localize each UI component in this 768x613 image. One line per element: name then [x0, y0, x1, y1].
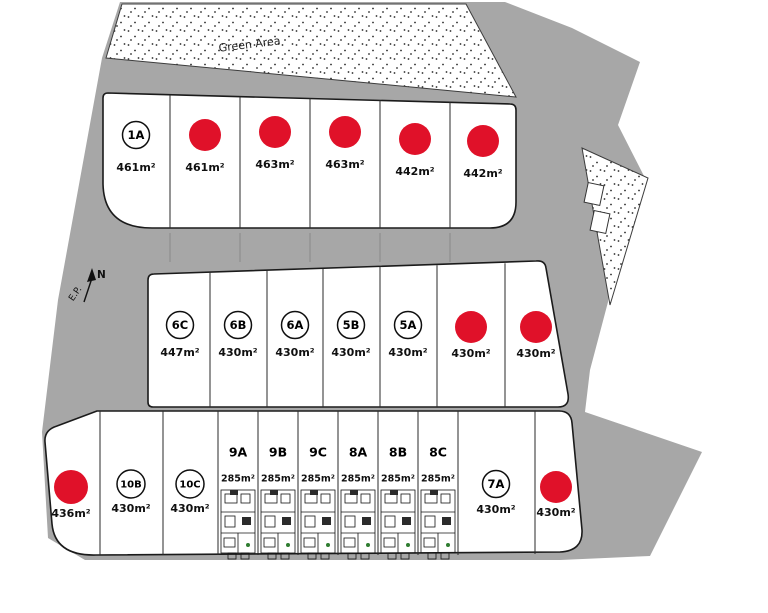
plot-area: 430m² [218, 346, 257, 359]
utility-boxes [583, 181, 611, 235]
plot-area: 442m² [395, 165, 434, 178]
plot-label-badge [121, 120, 151, 150]
plot-label: 9C [309, 444, 327, 459]
plot-6b[interactable]: 6B 430m² [218, 310, 258, 359]
road-ticks [169, 233, 451, 262]
plot-area: 463m² [255, 158, 294, 171]
plot-8c[interactable]: 8C 285m² [421, 444, 455, 484]
plot-area: 285m² [381, 473, 415, 484]
north-arrowhead-icon [87, 268, 96, 282]
plot-label: 10C [179, 480, 200, 491]
plot-area: 285m² [261, 473, 295, 484]
plot-label-badge [393, 310, 423, 340]
plot-9b[interactable]: 9B 285m² [261, 444, 295, 484]
plot-8a[interactable]: 8A 285m² [341, 444, 375, 484]
plot-label: 6B [230, 318, 247, 332]
block-b: 6C 447m² 6B 430m² 6A 430m² 5B 430m² 5A 4… [147, 260, 570, 408]
plot-sold-a5[interactable]: 442m² [395, 123, 435, 178]
sold-dot-icon [54, 470, 88, 504]
plot-label: 8C [429, 444, 447, 459]
plot-label: 5B [343, 318, 360, 332]
plot-label: 1A [128, 128, 145, 142]
plot-10c[interactable]: 10C 430m² [170, 469, 210, 515]
plot-area: 285m² [221, 473, 255, 484]
plot-label: 8B [389, 444, 407, 459]
block-c: 436m² 10B 430m² 10C 430m² 9A 285m² 9B 28… [44, 410, 583, 560]
north-arrow-icon [83, 277, 93, 303]
plot-label-badge [223, 310, 253, 340]
utility-box [589, 209, 611, 235]
plot-label-badge [481, 469, 511, 499]
sold-dot-icon [455, 311, 487, 343]
plot-7a[interactable]: 7A 430m² [476, 469, 516, 516]
plot-6c[interactable]: 6C 447m² [160, 310, 200, 359]
plot-area: 430m² [111, 502, 150, 515]
plot-area: 430m² [170, 502, 209, 515]
plot-label-badge [165, 310, 195, 340]
plot-sold-b7[interactable]: 430m² [516, 311, 556, 360]
sold-dot-icon [259, 116, 291, 148]
plot-sold-b6[interactable]: 430m² [451, 311, 491, 360]
plot-area: 430m² [275, 346, 314, 359]
plot-label: 6A [287, 318, 304, 332]
plot-label-badge [280, 310, 310, 340]
sold-dot-icon [329, 116, 361, 148]
plot-label-badge [175, 469, 205, 499]
plot-label: 7A [488, 477, 505, 491]
plot-area: 285m² [421, 473, 455, 484]
plot-label: 5A [400, 318, 417, 332]
north-label: N [97, 269, 106, 281]
plot-label: 10B [120, 480, 142, 491]
plot-area: 436m² [51, 507, 90, 520]
plot-area: 461m² [185, 161, 224, 174]
plot-5a[interactable]: 5A 430m² [388, 310, 428, 359]
plot-label: 9A [229, 444, 248, 459]
sold-dot-icon [399, 123, 431, 155]
plot-area: 442m² [463, 167, 502, 180]
plot-8b[interactable]: 8B 285m² [381, 444, 415, 484]
plot-label-badge [116, 469, 146, 499]
plot-area: 430m² [476, 503, 515, 516]
sold-dot-icon [189, 119, 221, 151]
plot-9c[interactable]: 9C 285m² [301, 444, 335, 484]
plot-sold-a6[interactable]: 442m² [463, 125, 503, 180]
plot-label-badge [336, 310, 366, 340]
plot-label: 8A [349, 444, 368, 459]
plot-area: 447m² [160, 346, 199, 359]
plot-label: 6C [172, 318, 188, 332]
plot-area: 430m² [516, 347, 555, 360]
plot-area: 430m² [451, 347, 490, 360]
plot-area: 285m² [301, 473, 335, 484]
plot-10b[interactable]: 10B 430m² [111, 469, 151, 515]
plot-area: 285m² [341, 473, 375, 484]
green-area: Green Area [105, 3, 517, 98]
utility-box [583, 181, 605, 207]
plot-sold-a3[interactable]: 463m² [255, 116, 295, 171]
plot-area: 461m² [116, 161, 155, 174]
sold-dot-icon [520, 311, 552, 343]
plot-sold-a4[interactable]: 463m² [325, 116, 365, 171]
plot-area: 430m² [331, 346, 370, 359]
sold-dot-icon [467, 125, 499, 157]
plot-1a[interactable]: 1A 461m² [116, 120, 156, 174]
plot-5b[interactable]: 5B 430m² [331, 310, 371, 359]
plot-9a[interactable]: 9A 285m² [221, 444, 255, 484]
plot-area: 463m² [325, 158, 364, 171]
sold-dot-icon [540, 471, 572, 503]
plot-6a[interactable]: 6A 430m² [275, 310, 315, 359]
plot-sold-c1[interactable]: 436m² [51, 470, 91, 520]
block-a: 1A 461m² 461m² 463m² 463m² 442m² 442m² [102, 92, 517, 229]
plot-label: 9B [269, 444, 287, 459]
plot-area: 430m² [388, 346, 427, 359]
plot-sold-c11[interactable]: 430m² [536, 471, 576, 519]
plot-area: 430m² [536, 506, 575, 519]
plot-sold-a2[interactable]: 461m² [185, 119, 225, 174]
